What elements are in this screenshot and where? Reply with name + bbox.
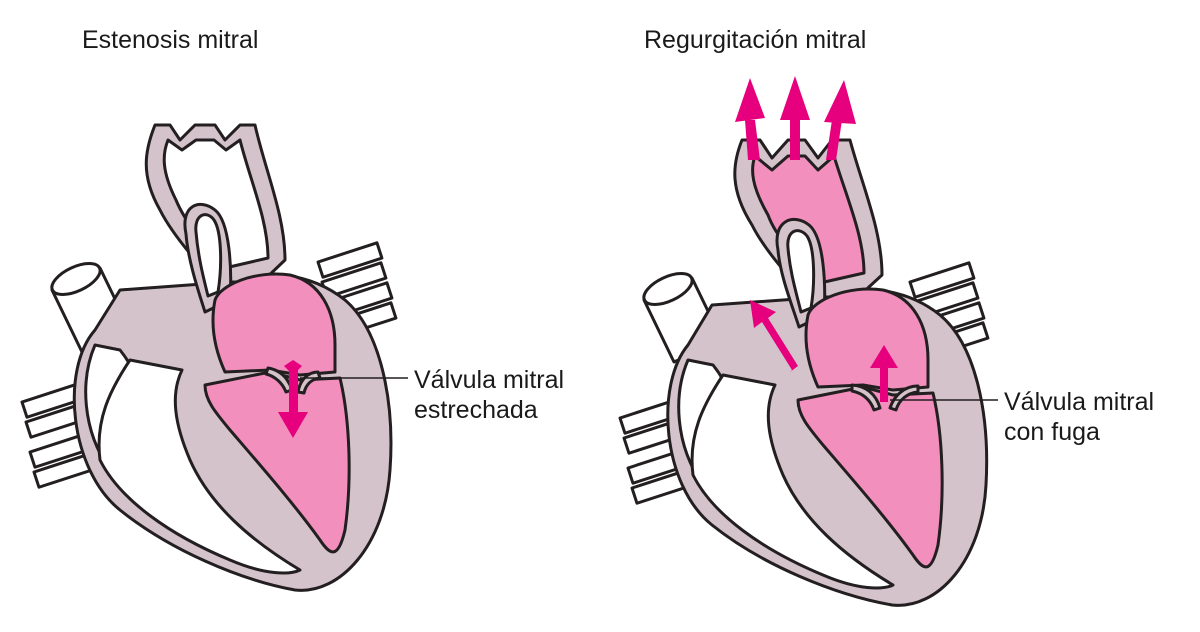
mitral-stenosis-panel: Estenosis mitral [20,26,564,592]
valve-label-line2: con fuga [1004,418,1100,446]
left-ventricle [203,370,351,554]
mitral-leaflet-left [850,383,882,412]
heart-illustration [20,123,408,592]
right-ventricle [690,373,895,590]
mitral-regurgitation-panel: Regurgitación mitral [600,0,1200,632]
backflow-arrow [870,345,898,402]
valve-label-line2: estrechada [414,396,538,424]
blood-flow-arrow [278,368,308,438]
mitral-leaflet-left [264,366,294,394]
panel-title: Estenosis mitral [82,26,259,54]
mitral-leaflet-right [888,384,920,412]
left-atrium [211,272,337,377]
right-ventricle [97,358,302,575]
valve-label: Válvula mitral estrechada [414,365,564,425]
aortic-flow-arrow [750,300,798,372]
valve-label-line1: Válvula mitral [414,366,565,394]
left-atrium [804,287,930,392]
heart-illustration [618,76,998,607]
valve-label: Válvula mitral con fuga [1004,387,1154,447]
aortic-outflow-arrows [735,76,856,160]
valve-label-line1: Válvula mitral [1004,388,1155,416]
panel-title: Regurgitación mitral [644,26,867,54]
left-ventricle [796,385,944,569]
